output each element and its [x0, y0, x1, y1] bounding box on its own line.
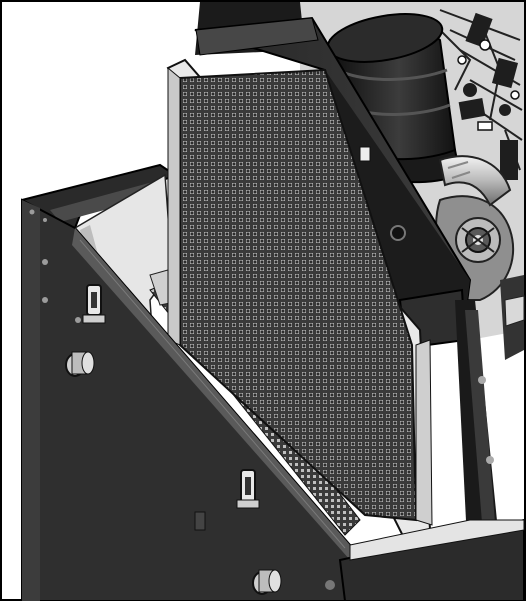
base-frame	[21, 58, 525, 601]
latch-lower	[236, 469, 260, 509]
mount-knob-1	[65, 351, 95, 377]
mount-knob-2	[252, 569, 282, 595]
engine-assembly	[300, 2, 525, 360]
radiator-core	[166, 58, 433, 542]
latch-upper	[82, 284, 106, 324]
intake-pipe	[438, 155, 512, 207]
